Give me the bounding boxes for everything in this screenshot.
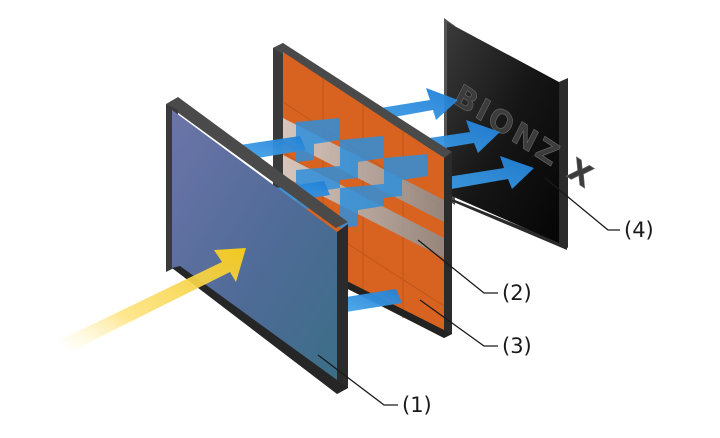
callout-line-2 xyxy=(417,239,498,294)
chip-frame-right xyxy=(559,78,568,248)
callout-label-3: (3) xyxy=(502,334,532,358)
chip-frame-bottom xyxy=(444,198,567,250)
sensor-frame-top xyxy=(166,97,348,228)
callout-labels: (1) (2) (3) (4) xyxy=(402,218,654,417)
circuit-frame-top xyxy=(273,43,452,158)
light-beam-shaft xyxy=(60,248,246,352)
front-beam-top xyxy=(240,136,306,160)
callout-line-3 xyxy=(419,299,498,347)
sensor-face xyxy=(172,110,337,389)
image-sensor-panel xyxy=(166,97,348,394)
front-beam-bottom xyxy=(340,289,402,312)
callout-line-1 xyxy=(317,354,398,406)
gray-trace-upper xyxy=(283,118,444,222)
circuit-frame-right xyxy=(444,152,452,338)
callout-label-4: (4) xyxy=(624,218,654,242)
sensor-frame-right xyxy=(337,224,348,394)
chip-face xyxy=(447,22,559,243)
incoming-light-arrow xyxy=(60,248,246,352)
callouts xyxy=(317,177,620,406)
sensor-frame-bottom xyxy=(172,266,348,394)
callout-label-1: (1) xyxy=(402,393,432,417)
callout-label-2: (2) xyxy=(502,281,532,305)
callout-line-4 xyxy=(544,177,620,231)
